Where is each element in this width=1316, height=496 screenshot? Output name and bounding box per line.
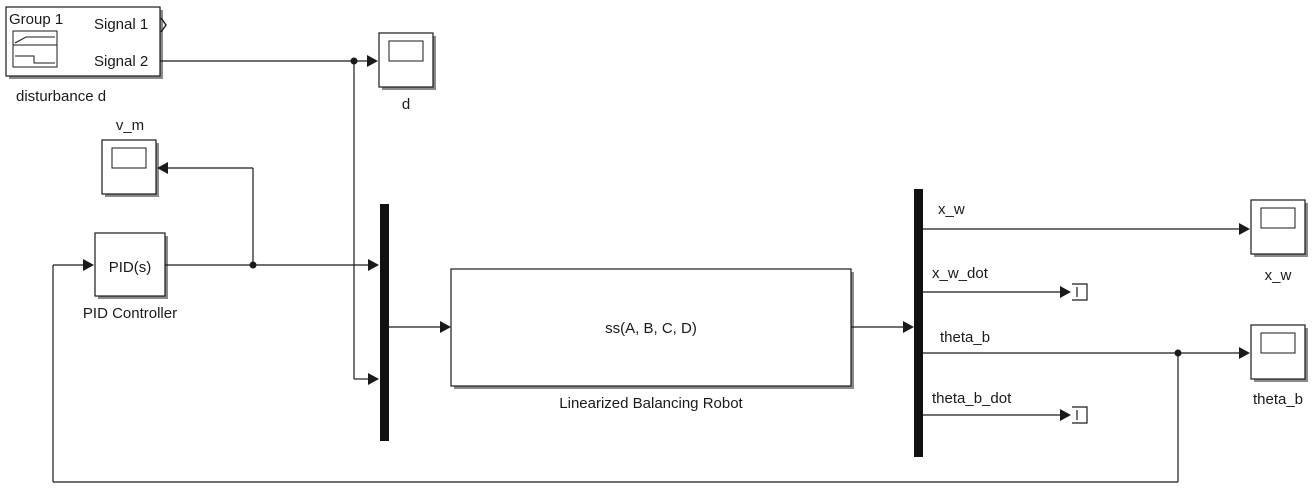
scope-xw-name: x_w — [1265, 267, 1292, 284]
signal-builder-port-signal-2: Signal 2 — [94, 53, 148, 70]
terminator-x-w-dot[interactable] — [1072, 283, 1088, 301]
scope-screen-icon — [1260, 207, 1296, 229]
scope-vm-name: v_m — [116, 117, 144, 134]
pid-controller-name: PID Controller — [83, 305, 177, 322]
state-space-block-name: Linearized Balancing Robot — [559, 395, 743, 412]
scope-screen-icon — [111, 147, 147, 169]
scope-xw-block[interactable] — [1250, 199, 1308, 257]
signal-builder-name: disturbance d — [16, 88, 106, 105]
pid-block-text: PID(s) — [109, 259, 152, 276]
state-space-block[interactable]: ss(A, B, C, D) — [450, 268, 854, 389]
scope-screen-icon — [388, 40, 424, 62]
signal-1-output-port-icon — [160, 17, 167, 33]
signal-label-x-w-dot: x_w_dot — [932, 265, 989, 282]
scope-d-block[interactable] — [378, 32, 436, 90]
signal-builder-group-label: Group 1 — [9, 11, 63, 28]
signal-lines — [52, 55, 1250, 483]
signal-builder-port-signal-1: Signal 1 — [94, 16, 148, 33]
signal-builder-icon — [12, 30, 58, 68]
pid-controller-block[interactable]: PID(s) — [94, 232, 168, 299]
state-space-block-text: ss(A, B, C, D) — [605, 320, 697, 337]
scope-vm-block[interactable] — [101, 139, 159, 197]
scope-thetab-name: theta_b — [1253, 391, 1303, 408]
signal-builder-block[interactable]: Group 1 Signal 1 Signal 2 — [5, 6, 167, 79]
scope-d-name: d — [402, 96, 410, 113]
mux-block[interactable] — [380, 204, 389, 441]
demux-block[interactable] — [914, 189, 923, 457]
scope-thetab-block[interactable] — [1250, 324, 1308, 382]
signal-label-x-w: x_w — [938, 201, 965, 218]
signal-label-theta-b: theta_b — [940, 329, 990, 346]
terminator-theta-b-dot[interactable] — [1072, 406, 1088, 424]
signal-label-theta-b-dot: theta_b_dot — [932, 390, 1012, 407]
scope-screen-icon — [1260, 332, 1296, 354]
